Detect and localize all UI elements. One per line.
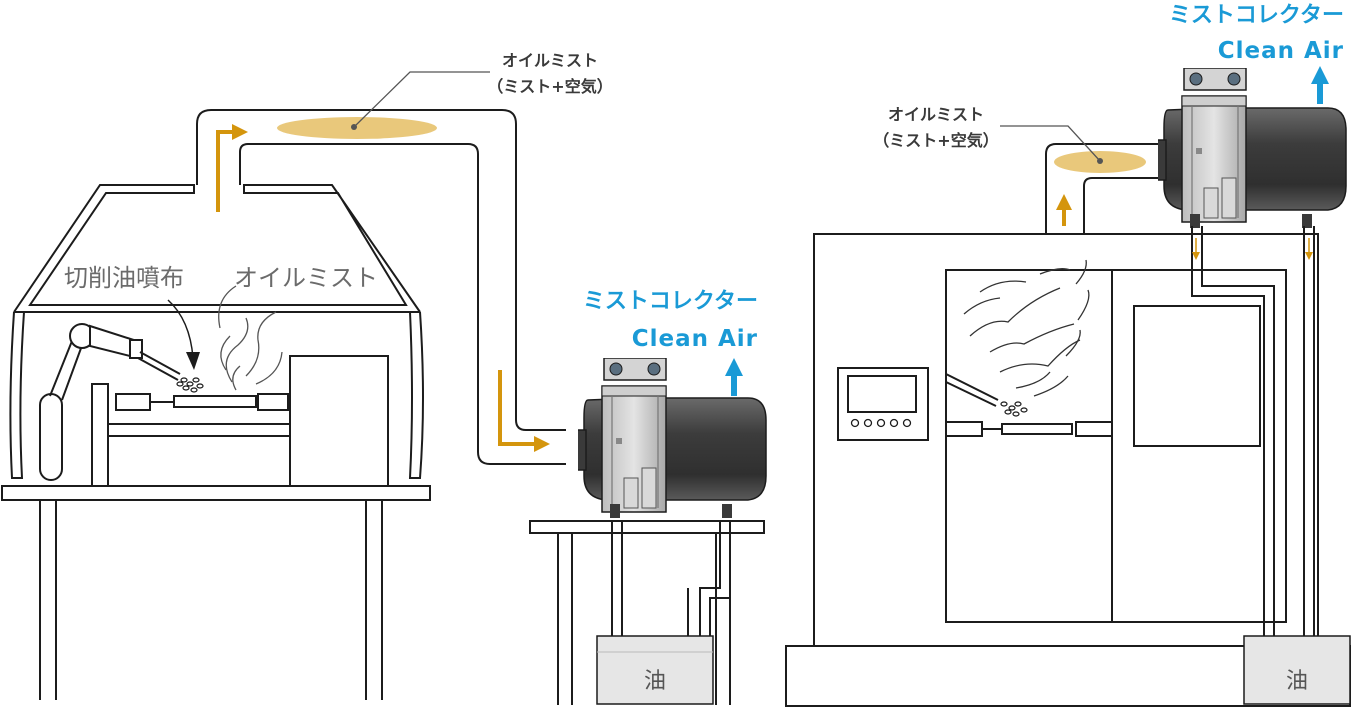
clean-air-arrow-right xyxy=(1311,66,1329,104)
left-mist-ellipse xyxy=(277,117,437,139)
left-oil-mist-label: オイルミスト xyxy=(502,51,598,70)
left-collector-label: ミストコレクター xyxy=(583,289,758,314)
clean-air-arrow-left xyxy=(725,358,743,396)
right-collector-label: ミストコレクター xyxy=(1169,3,1344,28)
right-oil-mist-sub: （ミスト+空気） xyxy=(873,131,998,150)
left-oil-tank xyxy=(596,635,714,705)
cutting-oil-label: 切削油噴布 xyxy=(64,264,184,292)
left-clean-air-label: Clean Air xyxy=(632,326,758,352)
right-duct xyxy=(1000,125,1160,234)
right-clean-air-label: Clean Air xyxy=(1218,38,1344,64)
right-machine xyxy=(785,233,1351,707)
right-collector xyxy=(1158,68,1351,705)
left-oil-mist-sub: （ミスト+空気） xyxy=(487,77,612,96)
left-tank-label: 油 xyxy=(644,669,666,694)
left-machine xyxy=(1,184,431,700)
right-oil-mist-label: オイルミスト xyxy=(888,105,984,124)
right-oil-tank xyxy=(1243,635,1351,705)
left-duct xyxy=(196,71,566,465)
right-tank-label: 油 xyxy=(1286,669,1308,694)
left-collector xyxy=(529,358,767,705)
inner-oil-mist-label: オイルミスト xyxy=(234,264,378,292)
